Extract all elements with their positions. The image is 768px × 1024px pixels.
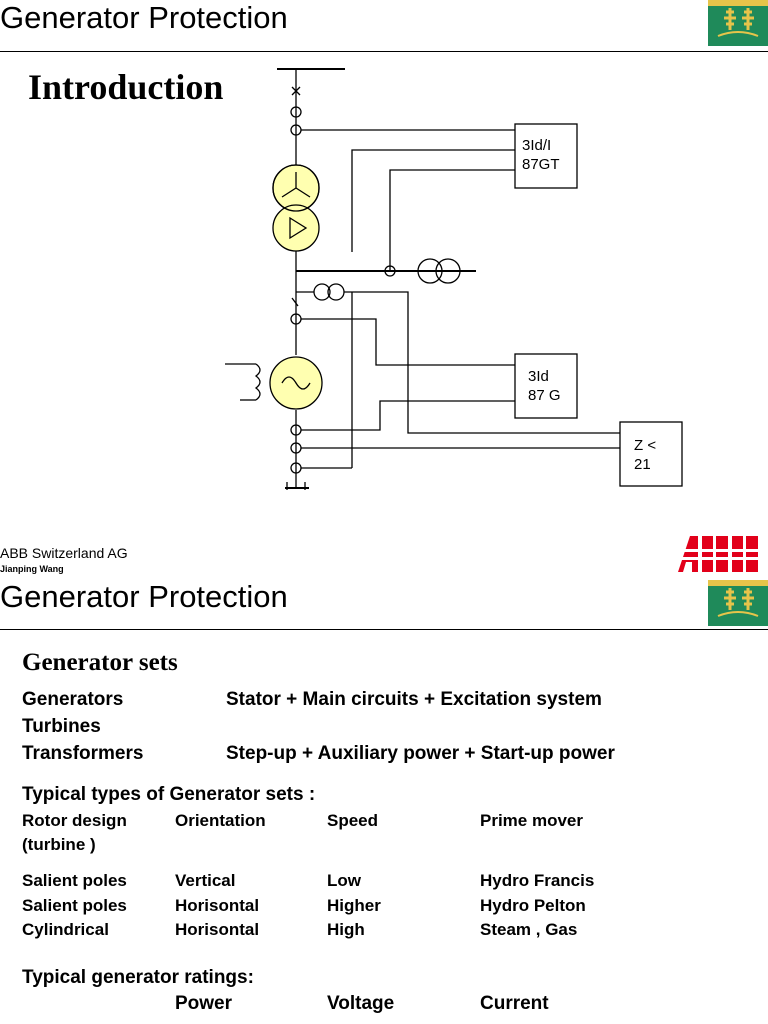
types-header-rotor-line1: Rotor design (22, 811, 127, 830)
table-cell: Horisontal (175, 920, 260, 939)
ratings-header-current: Current (480, 993, 549, 1014)
table-cell: High (327, 920, 365, 939)
component-name-generators: Generators (22, 689, 124, 710)
relay-21: Z < 21 (634, 436, 656, 474)
slide2-header-rule (0, 629, 768, 630)
relay-87g-line2: 87 G (528, 387, 561, 404)
types-header-rotor-line2: (turbine ) (22, 835, 96, 854)
table-cell: Hydro Francis (480, 871, 595, 890)
table-cell: Horisontal (175, 896, 260, 915)
slide1-section-title: Introduction (28, 67, 224, 107)
slide2-section-title: Generator sets (22, 649, 178, 676)
component-name-turbines: Turbines (22, 716, 101, 737)
ratings-header-voltage: Voltage (327, 993, 395, 1014)
table-cell: Steam , Gas (480, 920, 578, 939)
table-cell: Salient poles (22, 871, 127, 890)
relay-87g: 3Id 87 G (528, 367, 561, 405)
table-cell: Hydro Pelton (480, 896, 586, 915)
relay-87gt-line2: 87GT (522, 156, 560, 173)
types-header-orientation: Orientation (175, 811, 266, 830)
component-desc-transformers: Step-up + Auxiliary power + Start-up pow… (226, 743, 615, 764)
single-line-diagram (225, 68, 683, 490)
power-plant-logo-icon (708, 580, 768, 626)
table-cell: Cylindrical (22, 920, 109, 939)
component-desc-generators: Stator + Main circuits + Excitation syst… (226, 689, 602, 710)
ratings-header-power: Power (175, 993, 233, 1014)
relay-87g-line1: 3Id (528, 368, 549, 385)
component-name-transformers: Transformers (22, 743, 144, 764)
relay-87gt: 3Id/I 87GT (522, 136, 560, 174)
types-header-prime-mover: Prime mover (480, 811, 583, 830)
table-cell: Low (327, 871, 361, 890)
slide2-header-title: Generator Protection (0, 579, 288, 614)
types-title: Typical types of Generator sets : (22, 784, 316, 805)
slide1-header-title: Generator Protection (0, 0, 288, 35)
relay-21-line1: Z < (634, 437, 657, 454)
footer-company: ABB Switzerland AG (0, 545, 128, 561)
ratings-title: Typical generator ratings: (22, 967, 254, 988)
relay-87gt-line1: 3Id/I (522, 137, 552, 154)
table-cell: Vertical (175, 871, 236, 890)
types-header-speed: Speed (327, 811, 379, 830)
footer-author: Jianping Wang (0, 564, 64, 574)
table-cell: Higher (327, 896, 381, 915)
slide1-header-rule (0, 51, 768, 52)
relay-21-line2: 21 (634, 456, 651, 473)
power-plant-logo-icon (708, 0, 768, 46)
table-cell: Salient poles (22, 896, 127, 915)
abb-logo-icon (678, 534, 768, 579)
